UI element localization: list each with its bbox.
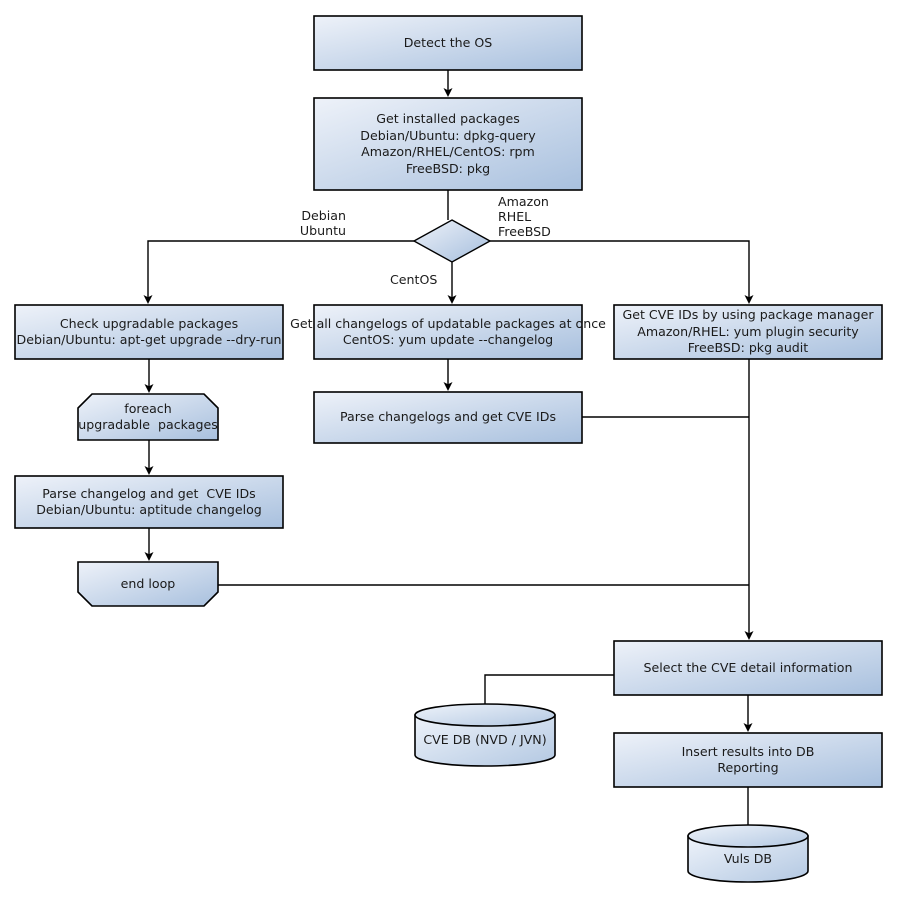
select-cve-to-cve-db (484, 674, 614, 708)
detect-the-os[interactable] (313, 15, 583, 71)
insert-results-into-db[interactable] (613, 732, 883, 788)
select-cve-detail-information[interactable] (613, 640, 883, 696)
vuls-db-datastore[interactable] (687, 824, 809, 883)
get-installed-packages[interactable] (313, 97, 583, 191)
get-all-changelogs[interactable] (313, 304, 583, 360)
os-branch-decision[interactable] (412, 219, 492, 263)
foreach-loop-start[interactable] (77, 393, 219, 441)
decision-to-get-cve-ids (490, 240, 754, 304)
cve-db-datastore[interactable] (414, 703, 556, 767)
decision-to-check-upgradable (143, 240, 414, 304)
end-loop[interactable] (77, 561, 219, 607)
parse-changelogs-get-cve-ids[interactable] (313, 391, 583, 444)
get-cve-ids-package-manager[interactable] (613, 304, 883, 360)
check-upgradable-packages[interactable] (14, 304, 284, 360)
parse-changelog-get-cve-ids[interactable] (14, 475, 284, 529)
